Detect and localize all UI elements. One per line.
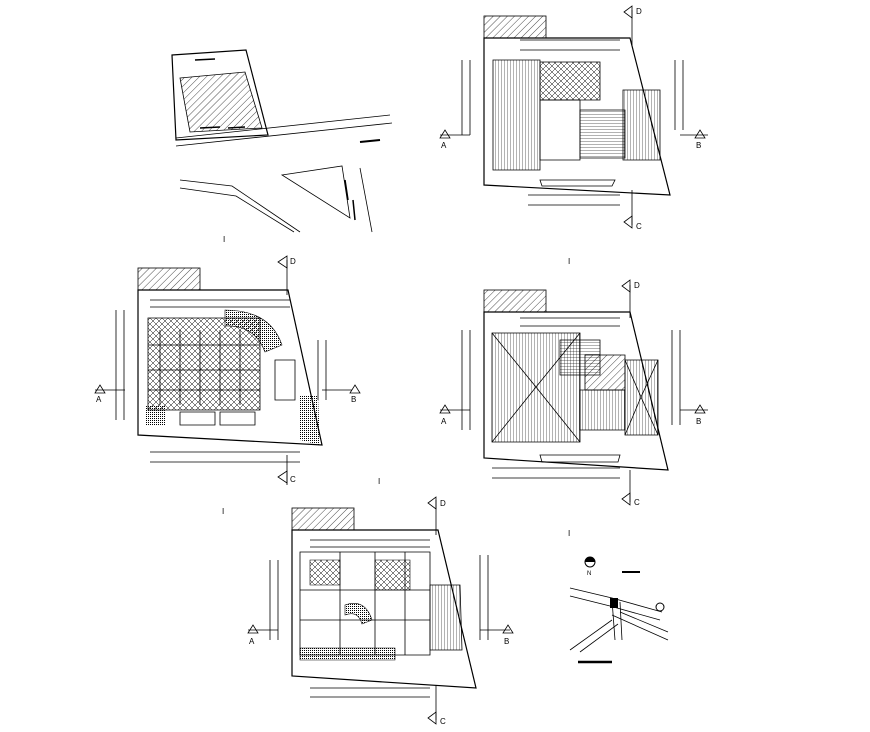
section-d-label: D	[440, 499, 446, 508]
section-c-label: C	[440, 717, 446, 726]
sheet-mark-label: I	[222, 507, 224, 516]
site-plan: I	[171, 49, 393, 244]
section-d-label: D	[290, 257, 296, 266]
ground-floor-plan: A B D C I I	[94, 255, 380, 516]
section-a-label: A	[249, 637, 255, 646]
sheet-mark-label: I	[568, 529, 570, 538]
section-c-label: C	[636, 222, 642, 231]
section-b-label: B	[696, 141, 701, 150]
site-plan-dimension-ticks	[194, 58, 381, 221]
sheet-mark-label: I	[223, 235, 225, 244]
sheet-mark-label: I	[568, 257, 570, 266]
north-arrow-icon: N	[584, 556, 596, 577]
location-plan: I N	[568, 529, 669, 664]
roof-plan-1: A B D C I	[439, 5, 708, 266]
section-b-label: B	[351, 395, 356, 404]
section-c-label: C	[634, 498, 640, 507]
section-d-label: D	[636, 7, 642, 16]
section-b-label: B	[696, 417, 701, 426]
section-a-label: A	[441, 417, 447, 426]
north-label: N	[587, 571, 591, 577]
section-d-label: D	[634, 281, 640, 290]
section-b-label: B	[504, 637, 509, 646]
first-floor-plan: A B D C	[247, 496, 514, 726]
roof-plan-2: A B D C	[439, 279, 708, 507]
section-c-label: C	[290, 475, 296, 484]
section-a-label: A	[441, 141, 447, 150]
section-a-label: A	[96, 395, 102, 404]
sheet-mark-label: I	[378, 477, 380, 486]
